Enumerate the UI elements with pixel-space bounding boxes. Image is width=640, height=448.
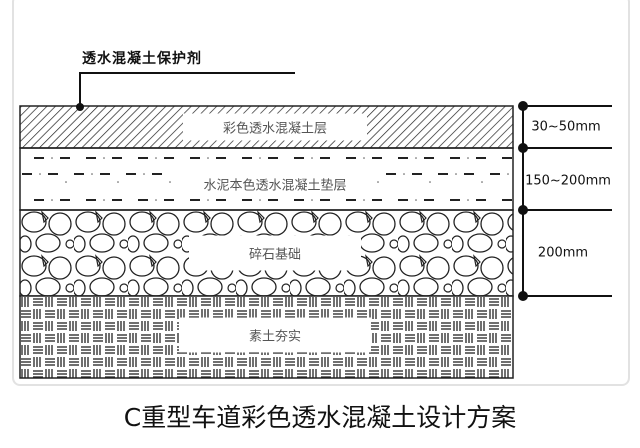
- thickness-layer-1: 30~50mm: [531, 119, 601, 135]
- leader-line: [76, 72, 295, 111]
- diagram-title: C重型车道彩色透水混凝土设计方案: [123, 403, 517, 432]
- layer-3-label: 碎石基础: [188, 235, 362, 271]
- layer-2-label: 水泥本色透水混凝土垫层: [173, 170, 377, 198]
- layer-1-label: 彩色透水混凝土层: [182, 113, 368, 141]
- layer-4-label: 素土夯实: [178, 317, 372, 353]
- thickness-layer-3: 200mm: [537, 245, 589, 261]
- thickness-layer-2: 150~200mm: [525, 173, 611, 189]
- dimension-lines: [518, 101, 612, 301]
- protective-agent-label: 透水混凝土保护剂: [82, 51, 202, 67]
- diagram-frame: [12, 0, 630, 386]
